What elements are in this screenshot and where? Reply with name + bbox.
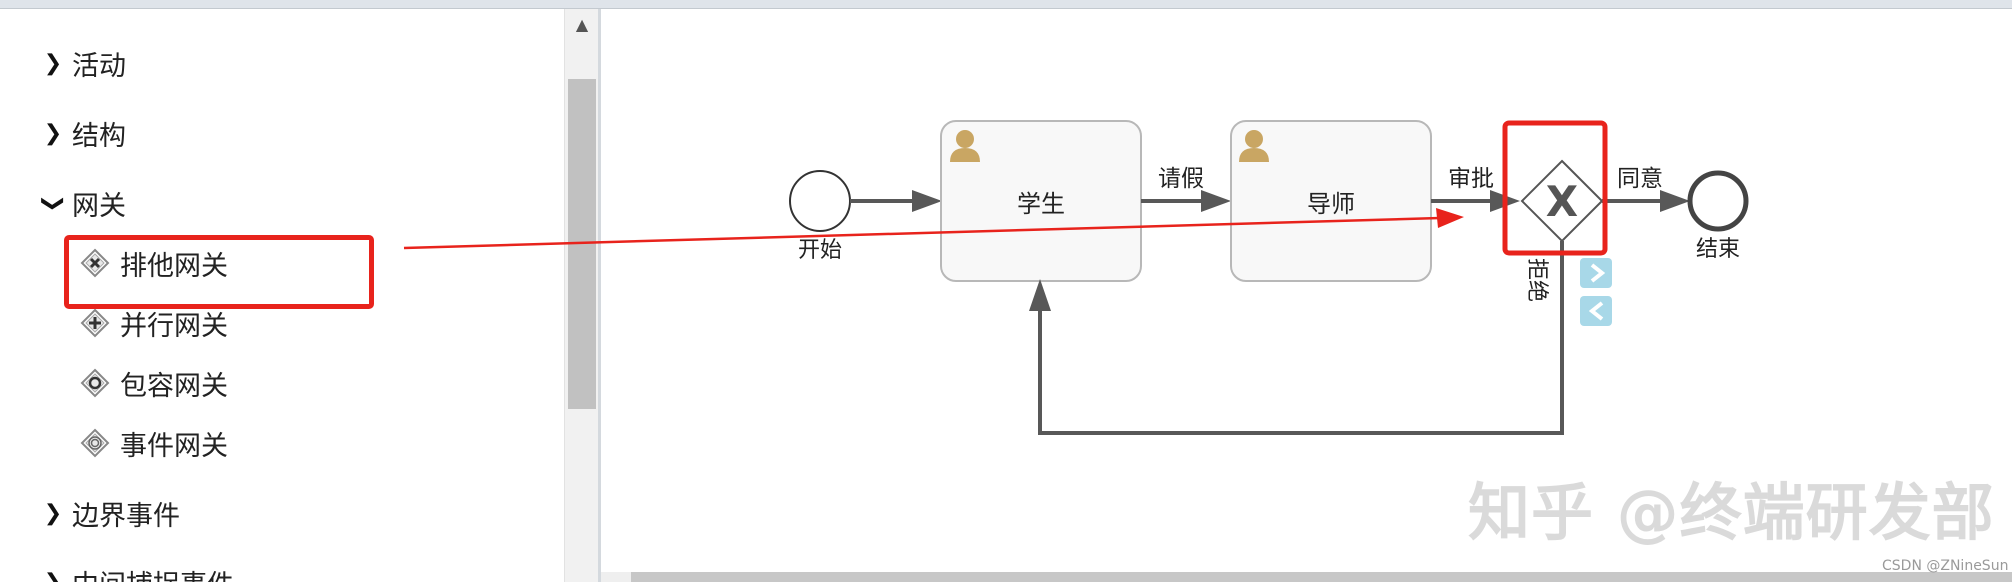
canvas-horizontal-scrollbar[interactable]	[601, 572, 2012, 582]
previous-step-icon[interactable]	[1580, 296, 1612, 326]
palette-item-label: 事件网关	[120, 430, 228, 462]
palette-group-boundary-events[interactable]: ❯ 边界事件	[42, 493, 180, 533]
user-icon	[1239, 130, 1269, 162]
end-event-label: 结束	[1696, 237, 1740, 262]
palette-group-structures[interactable]: ❯ 结构	[42, 113, 126, 153]
user-task-student-label: 学生	[1017, 190, 1065, 218]
gateway-highlight-box	[1502, 120, 1608, 256]
palette-item-label: 并行网关	[120, 310, 228, 342]
event-gateway-icon	[80, 428, 110, 458]
exclusive-gateway-icon	[80, 248, 110, 278]
annotation-arrow-head	[1436, 208, 1464, 228]
arrow-head	[1660, 190, 1690, 212]
annotation-arrow-line	[403, 216, 1441, 250]
flow-agree-label: 同意	[1617, 166, 1663, 192]
palette-group-label: 边界事件	[72, 500, 180, 532]
scroll-left-arrow-icon[interactable]	[601, 572, 631, 582]
watermark: 知乎 @终端研发部	[1468, 476, 1995, 549]
flow-leave-label: 请假	[1158, 166, 1204, 192]
scroll-up-arrow-icon[interactable]: ▲	[575, 15, 589, 34]
csdn-watermark: CSDN @ZNineSun	[1882, 558, 2009, 574]
palette-group-label: 活动	[72, 50, 126, 82]
palette-group-intermediate-catch-events[interactable]: ❯ 中间捕捉事件	[42, 562, 234, 582]
palette-item-label: 包容网关	[120, 370, 228, 402]
arrow-head	[1029, 279, 1051, 311]
palette-item-inclusive-gateway[interactable]: 包容网关	[80, 363, 228, 403]
palette-panel: ❯ 活动 ❯ 结构 ❯ 网关 排他网关	[0, 9, 564, 582]
diagram-canvas[interactable]	[601, 9, 2012, 582]
user-icon	[950, 130, 980, 162]
palette-group-label: 结构	[72, 120, 126, 152]
chevron-right-icon: ❯	[43, 500, 63, 526]
palette-highlight-box	[64, 235, 374, 309]
start-event[interactable]	[789, 170, 851, 232]
palette-group-activities[interactable]: ❯ 活动	[42, 43, 126, 83]
palette-item-exclusive-gateway[interactable]: 排他网关	[80, 243, 228, 283]
chevron-right-icon: ❯	[43, 50, 63, 76]
palette-group-gateways[interactable]: ❯ 网关	[41, 183, 127, 223]
start-event-label: 开始	[798, 238, 842, 263]
end-event[interactable]	[1687, 170, 1749, 232]
parallel-gateway-icon	[80, 308, 110, 338]
palette-group-label: 网关	[72, 190, 126, 222]
chevron-right-icon: ❯	[43, 120, 63, 146]
top-border	[0, 0, 2012, 9]
palette-item-label: 排他网关	[120, 250, 228, 282]
sequence-flow-reject[interactable]	[1038, 241, 1564, 435]
arrow-head	[1201, 190, 1231, 212]
palette-group-label: 中间捕捉事件	[72, 563, 234, 582]
inclusive-gateway-icon	[80, 368, 110, 398]
panel-divider[interactable]	[598, 9, 601, 582]
exclusive-gateway-marker: X	[1546, 177, 1578, 226]
flow-approve-label: 审批	[1448, 166, 1494, 192]
flow-reject-label: 拒绝	[1524, 258, 1549, 302]
next-step-icon[interactable]	[1580, 258, 1612, 288]
palette-item-parallel-gateway[interactable]: 并行网关	[80, 303, 228, 343]
palette-item-event-gateway[interactable]: 事件网关	[80, 423, 228, 463]
chevron-right-icon: ❯	[43, 569, 63, 582]
user-task-teacher-label: 导师	[1307, 190, 1355, 218]
arrow-head	[912, 190, 942, 212]
